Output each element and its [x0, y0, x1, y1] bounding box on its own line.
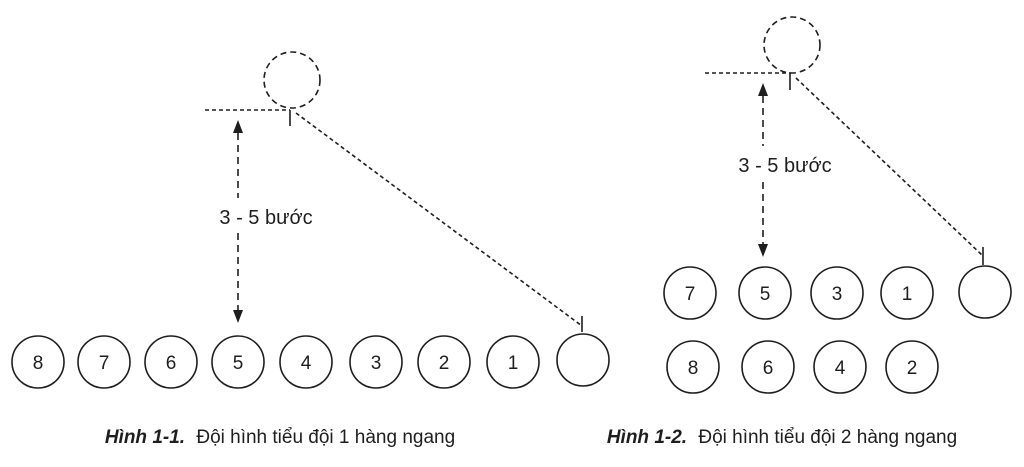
figure-1: 3 - 5 bước 8 7 6 5 4 3 2 1 Hình 1-1. Đội…: [11, 51, 610, 448]
soldier-number: 5: [760, 284, 771, 305]
soldier-number: 8: [33, 353, 44, 374]
soldier-circle: [885, 340, 939, 394]
soldier-circle: [144, 335, 198, 389]
soldier-circle: [813, 340, 867, 394]
soldier-circle: [349, 335, 403, 389]
step-distance-arrow: [233, 120, 243, 323]
soldier-number: 3: [832, 284, 843, 305]
soldier-circle: [738, 266, 792, 320]
soldier-circle: [11, 335, 65, 389]
soldier-number: 3: [371, 353, 382, 374]
figure-1-caption: Hình 1-1. Đội hình tiểu đội 1 hàng ngang: [105, 427, 455, 448]
soldier-circle: [279, 335, 333, 389]
soldier-number: 6: [166, 353, 177, 374]
caption-prefix: Hình 1-2.: [607, 427, 687, 448]
soldier-number: 1: [508, 353, 519, 374]
soldier-number: 7: [685, 284, 696, 305]
empty-circle: [556, 333, 610, 387]
diagonal-guide-line: [795, 77, 984, 257]
soldier-number: 6: [763, 358, 774, 379]
single-row: 8 7 6 5 4 3 2 1: [11, 333, 610, 389]
soldier-circle: [666, 340, 720, 394]
caption-text: Đội hình tiểu đội 2 hàng ngang: [698, 427, 957, 448]
step-distance-label: 3 - 5 bước: [738, 155, 831, 177]
soldier-number: 1: [902, 284, 913, 305]
soldier-circle: [77, 335, 131, 389]
diagonal-guide-line: [295, 112, 583, 327]
caption-text: Đội hình tiểu đội 1 hàng ngang: [196, 427, 455, 448]
soldier-number: 4: [301, 353, 312, 374]
soldier-circle: [810, 266, 864, 320]
arrow-down-head: [233, 310, 243, 323]
step-distance-label: 3 - 5 bước: [219, 207, 312, 229]
arrow-up-head: [758, 83, 768, 96]
soldier-number: 8: [688, 358, 699, 379]
soldier-number: 2: [439, 353, 450, 374]
soldier-circle: [880, 266, 934, 320]
soldier-circle: [211, 335, 265, 389]
dashed-position-circle: [263, 51, 321, 109]
soldier-circle: [663, 266, 717, 320]
step-distance-arrow: [758, 83, 768, 257]
soldier-circle: [486, 335, 540, 389]
figure-2: 3 - 5 bước 7 5 3 1 8 6 4 2 Hình 1-2. Đội…: [607, 16, 1012, 448]
back-row: 8 6 4 2: [666, 340, 939, 394]
dashed-position-circle: [763, 16, 821, 74]
figure-2-caption: Hình 1-2. Đội hình tiểu đội 2 hàng ngang: [607, 427, 957, 448]
soldier-number: 2: [907, 358, 918, 379]
caption-prefix: Hình 1-1.: [105, 427, 185, 448]
soldier-number: 4: [835, 358, 846, 379]
soldier-number: 5: [233, 353, 244, 374]
front-row: 7 5 3 1: [663, 265, 1012, 320]
empty-circle: [958, 265, 1012, 319]
soldier-number: 7: [99, 353, 110, 374]
soldier-circle: [741, 340, 795, 394]
arrow-down-head: [758, 244, 768, 257]
arrow-up-head: [233, 120, 243, 133]
soldier-circle: [417, 335, 471, 389]
